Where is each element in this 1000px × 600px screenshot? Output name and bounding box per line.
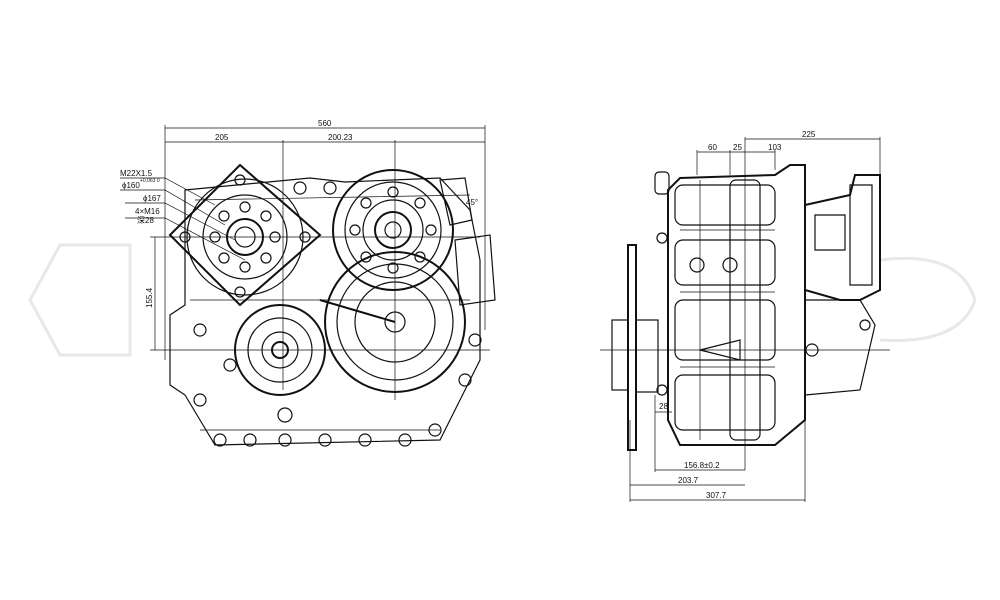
dim-bore: ϕ160 [122,181,140,190]
side-view: 60 25 103 225 28 156.8±0.2 203.7 307.7 [600,130,890,502]
dim-60: 60 [708,143,717,152]
dim-200-23: 200.23 [328,133,353,142]
front-view: 560 205 200.23 M22X1.5 ϕ160 +0.063 0 ϕ16… [120,119,496,447]
dim-103: 103 [768,143,782,152]
dim-205: 205 [215,133,229,142]
dim-560: 560 [318,119,332,128]
watermark-logo [28,243,977,357]
dim-225: 225 [802,130,816,139]
dim-bore-tol: +0.063 0 [140,178,160,184]
dim-holes: 4×M16 [135,207,160,216]
dim-hole-depth: 深28 [137,216,154,225]
dim-203-7: 203.7 [678,476,699,485]
dim-angle: 45° [466,198,478,207]
dim-155-4: 155.4 [145,287,154,308]
dim-thread: M22X1.5 [120,169,153,178]
dim-307-7: 307.7 [706,491,727,500]
dim-pcd: ϕ167 [143,194,161,203]
dim-156-8: 156.8±0.2 [684,461,720,470]
dim-28: 28 [659,402,668,411]
dim-25: 25 [733,143,742,152]
